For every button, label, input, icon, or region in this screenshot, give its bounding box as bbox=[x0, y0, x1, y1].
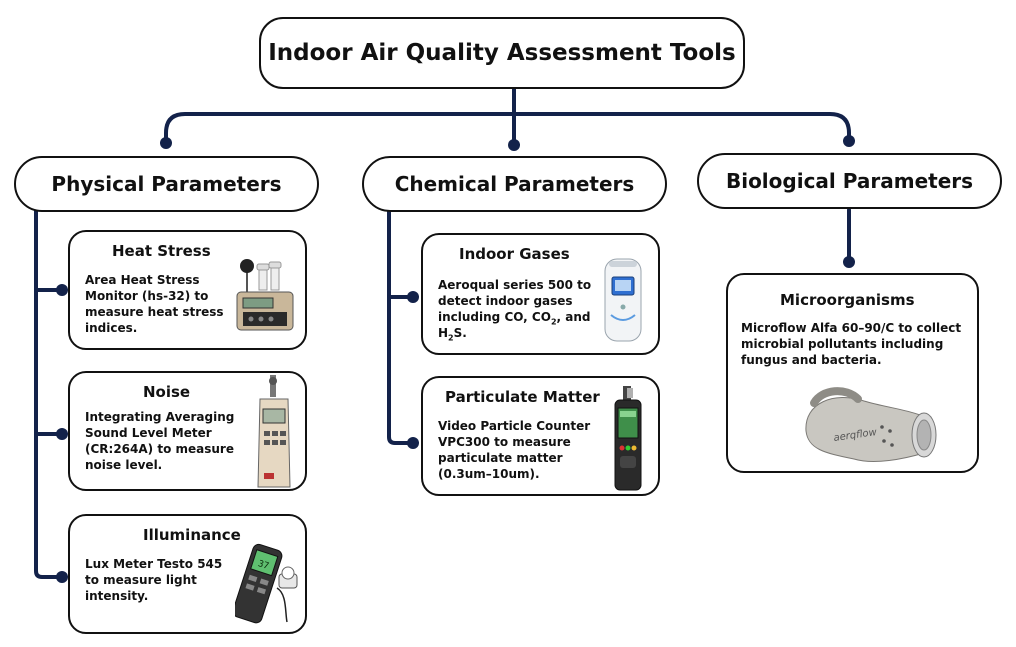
card-microorganisms: Microorganisms Microflow Alfa 60–90/C to… bbox=[726, 273, 979, 473]
card-description: Area Heat Stress Monitor (hs-32) to meas… bbox=[85, 273, 224, 335]
node-dot bbox=[843, 135, 855, 147]
diagram-title: Indoor Air Quality Assessment Tools bbox=[259, 17, 745, 89]
node-dot bbox=[56, 571, 68, 583]
card-heat-stress: Heat Stress Area Heat Stress Monitor (hs… bbox=[68, 230, 307, 350]
connector-biological bbox=[512, 112, 851, 143]
node-dot bbox=[160, 137, 172, 149]
card-description: Microflow Alfa 60–90/C to collect microb… bbox=[741, 321, 962, 367]
card-title: Indoor Gases bbox=[459, 245, 570, 263]
category-chemical: Chemical Parameters bbox=[362, 156, 667, 212]
node-dot bbox=[56, 428, 68, 440]
card-title: Particulate Matter bbox=[445, 388, 600, 406]
physical-spine bbox=[34, 208, 64, 579]
aeroqual-monitor-icon bbox=[604, 258, 642, 342]
lux-meter-icon: 37 bbox=[235, 543, 298, 624]
node-dot bbox=[407, 437, 419, 449]
category-biological: Biological Parameters bbox=[697, 153, 1002, 209]
card-illuminance: Illuminance Lux Meter Testo 545 to measu… bbox=[68, 514, 307, 634]
chemical-spine bbox=[387, 208, 415, 445]
particle-counter-icon bbox=[614, 386, 642, 491]
card-noise: Noise Integrating Averaging Sound Level … bbox=[68, 371, 307, 491]
lux-readout: 37 bbox=[257, 559, 270, 572]
node-dot bbox=[56, 284, 68, 296]
card-description: Lux Meter Testo 545 to measure light int… bbox=[85, 557, 223, 603]
card-title: Microorganisms bbox=[780, 291, 915, 309]
card-title: Noise bbox=[143, 383, 191, 401]
microflow-sampler-icon: aerqflow bbox=[805, 387, 937, 462]
card-description: Aeroqual series 500 to detect indoor gas… bbox=[438, 278, 592, 343]
card-title: Illuminance bbox=[143, 526, 241, 544]
connector-physical bbox=[164, 112, 516, 145]
category-physical: Physical Parameters bbox=[14, 156, 319, 212]
card-title: Heat Stress bbox=[112, 242, 211, 260]
card-indoor-gases: Indoor Gases Aeroqual series 500 to dete… bbox=[421, 233, 660, 355]
sound-level-meter-icon bbox=[257, 375, 291, 488]
node-dot bbox=[843, 256, 855, 268]
card-description: Video Particle Counter VPC300 to measure… bbox=[438, 419, 591, 481]
node-dot bbox=[508, 139, 520, 151]
card-description: Integrating Averaging Sound Level Meter … bbox=[85, 410, 235, 472]
heat-stress-monitor-icon bbox=[236, 259, 294, 331]
node-dot bbox=[407, 291, 419, 303]
card-particulate-matter: Particulate Matter Video Particle Counte… bbox=[421, 376, 660, 496]
